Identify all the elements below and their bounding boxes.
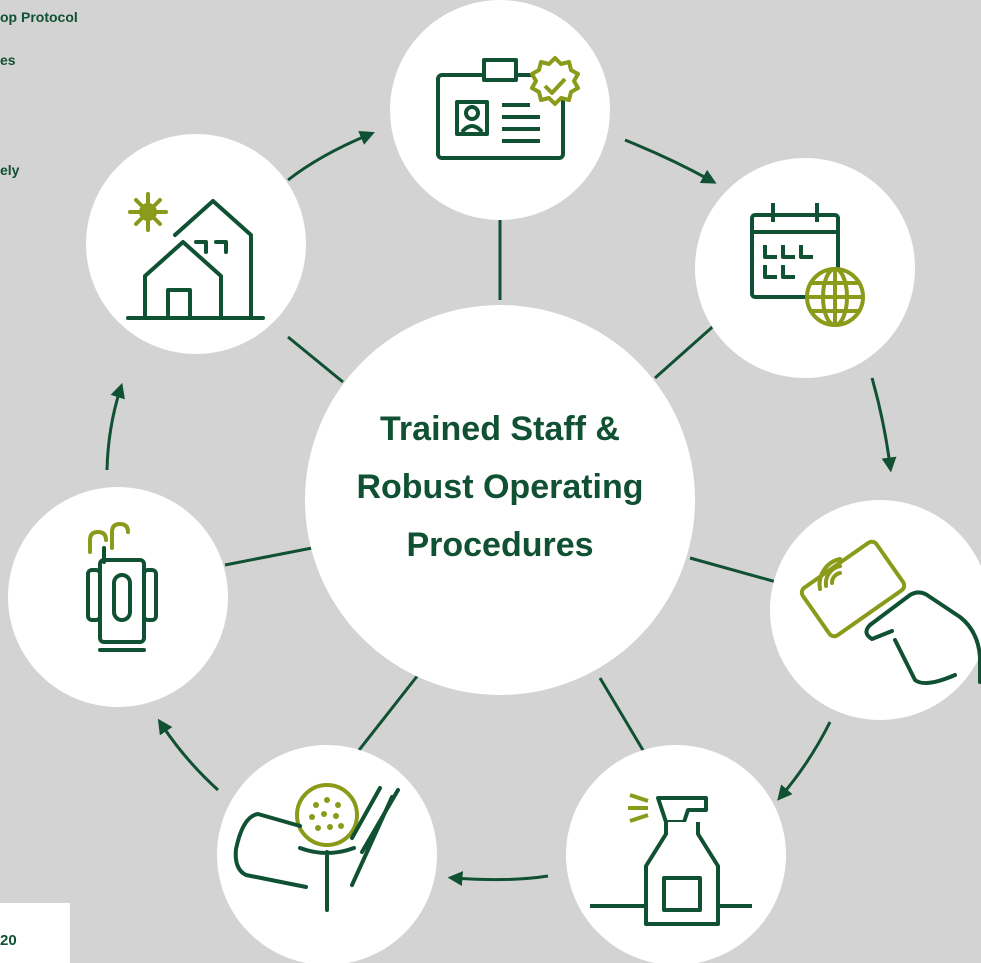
node-circle-bag bbox=[8, 487, 228, 707]
node-circle-calendar bbox=[695, 158, 915, 378]
center-title-line-3: Procedures bbox=[406, 526, 594, 564]
spoke-lines bbox=[224, 220, 781, 769]
arrow-calendar-to-card bbox=[870, 377, 897, 473]
center-circle bbox=[305, 305, 695, 695]
side-text-protocol: op Protocol bbox=[0, 9, 78, 25]
clubhouse-sun-icon bbox=[126, 192, 265, 320]
flow-arrows bbox=[105, 130, 897, 887]
arrow-card-to-spray bbox=[777, 721, 832, 801]
arrow-badge-to-calendar bbox=[624, 138, 717, 184]
arrow-spray-to-golf bbox=[447, 871, 549, 887]
golf-ball-tee-glove-icon bbox=[233, 783, 400, 912]
side-text-es: es bbox=[0, 52, 16, 68]
arrow-clubhouse-to-badge bbox=[287, 130, 375, 182]
node-circle-badge bbox=[390, 0, 610, 220]
spray-bottle-icon bbox=[590, 793, 752, 926]
id-badge-check-icon bbox=[436, 56, 580, 160]
arrow-golf-to-bag bbox=[157, 718, 220, 792]
golf-bag-icon bbox=[86, 522, 158, 652]
center-title: Trained Staff & Robust Operating Procedu… bbox=[305, 400, 695, 574]
contactless-card-hand-icon bbox=[799, 539, 981, 686]
arrow-bag-to-clubhouse bbox=[105, 382, 125, 471]
page-number: 20 bbox=[0, 932, 17, 949]
side-text-ely: ely bbox=[0, 162, 20, 178]
center-title-line-1: Trained Staff & bbox=[380, 410, 620, 448]
calendar-globe-icon bbox=[750, 203, 865, 327]
page-number-box bbox=[0, 903, 70, 963]
center-title-line-2: Robust Operating bbox=[356, 468, 644, 506]
